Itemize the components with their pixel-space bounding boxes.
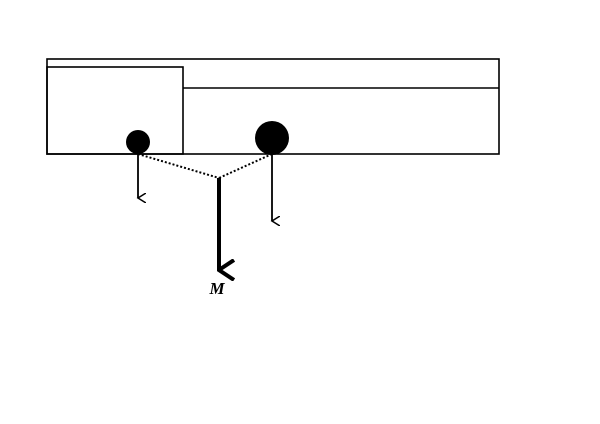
resultant-label: M — [208, 279, 225, 298]
dotted-link-left — [137, 153, 220, 179]
small-mass — [126, 130, 150, 154]
large-mass — [255, 121, 289, 155]
left-compartment — [46, 66, 184, 155]
dotted-link-right — [218, 153, 273, 179]
